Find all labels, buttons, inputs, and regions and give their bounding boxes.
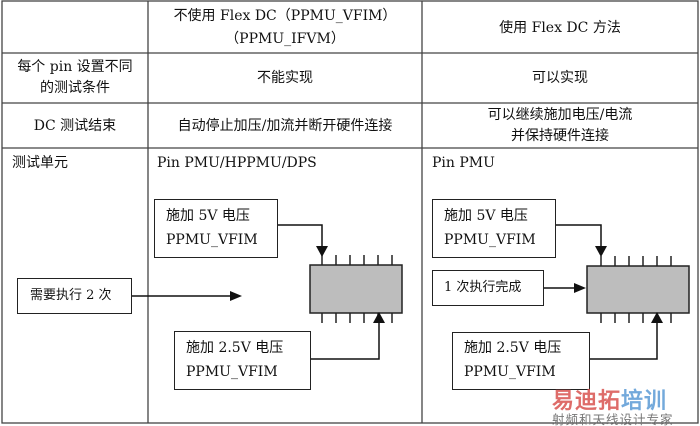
watermark-brand: 易迪拓培训 (552, 391, 667, 413)
box-text: 需要执行 2 次 (30, 288, 112, 303)
row2-with-line1: 可以继续施加电压/电流 (487, 107, 633, 123)
row1-label-line2: 的测试条件 (40, 80, 110, 96)
header-with: 使用 Flex DC 方法 (499, 20, 621, 36)
watermark-tagline: 射频和天线设计专家 (552, 412, 674, 426)
connector-lines (132, 224, 658, 360)
box-text: 施加 5V 电压 (166, 208, 250, 224)
row2-label: DC 测试结束 (33, 118, 117, 134)
box-text: 施加 2.5V 电压 (186, 340, 284, 356)
unit-row-label: 测试单元 (12, 155, 68, 171)
row1-label-line1: 每个 pin 设置不同 (17, 59, 133, 75)
box-text: PPMU_VFIM (444, 232, 536, 248)
arrowheads (230, 246, 663, 323)
row1-without: 不能实现 (257, 70, 313, 86)
box-5v-with: 施加 5V 电压 PPMU_VFIM (432, 199, 556, 258)
row2-with-line2: 并保持硬件连接 (511, 128, 609, 144)
chip-left (309, 255, 403, 323)
box-text: PPMU_VFIM (464, 364, 556, 380)
row2-without: 自动停止加压/加流并断开硬件连接 (177, 118, 393, 134)
box-text: PPMU_VFIM (186, 364, 278, 380)
box-exec-twice: 需要执行 2 次 (17, 278, 132, 314)
box-text: 施加 2.5V 电压 (464, 340, 562, 356)
header-without-line2: （PPMU_IFVM） (225, 31, 345, 47)
row1-with: 可以实现 (532, 70, 588, 86)
chip-right (586, 256, 690, 323)
box-text: PPMU_VFIM (166, 232, 258, 248)
unit-with-title: Pin PMU (432, 155, 495, 171)
box-25v-with: 施加 2.5V 电压 PPMU_VFIM (452, 332, 590, 390)
watermark-brand-red: 易迪拓 (552, 389, 622, 414)
box-text: 施加 5V 电压 (444, 208, 528, 224)
unit-without-title: Pin PMU/HPPMU/DPS (157, 155, 317, 171)
box-25v-without: 施加 2.5V 电压 PPMU_VFIM (174, 331, 311, 390)
box-5v-without: 施加 5V 电压 PPMU_VFIM (154, 199, 278, 258)
watermark-brand-blue: 培训 (621, 389, 668, 414)
box-exec-once: 1 次执行完成 (432, 270, 544, 306)
box-text: 1 次执行完成 (444, 280, 522, 295)
header-without-line1: 不使用 Flex DC（PPMU_VFIM） (173, 8, 397, 24)
